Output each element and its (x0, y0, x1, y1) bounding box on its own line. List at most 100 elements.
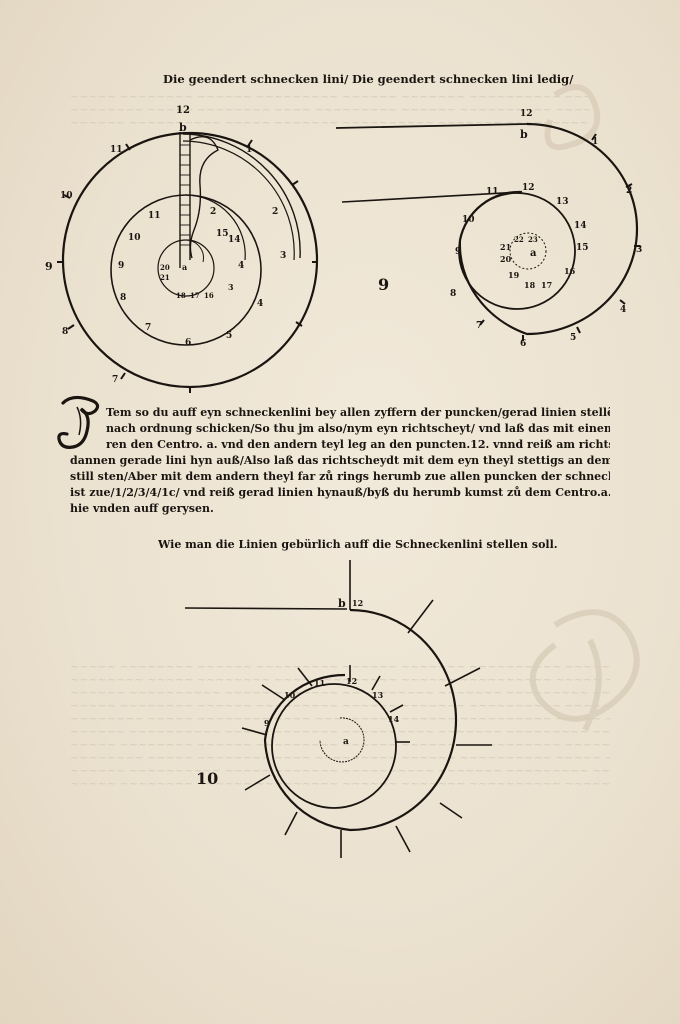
fig1-tongue-curve (189, 136, 219, 259)
fig1-inner-3: 3 (228, 282, 234, 292)
fig9-outer-1: 1 (592, 137, 598, 147)
fig9-inner-9: 9 (455, 247, 461, 257)
fig10-inner-10: 10 (284, 690, 296, 700)
fig9-ticks (479, 133, 640, 341)
fig9-inner-21: 21 (500, 242, 511, 252)
fig10-center-a: a (343, 737, 349, 747)
paragraph-line-3: ren den Centro. a. vnd den andern teyl l… (106, 438, 610, 451)
fig1-outer-5: 5 (226, 331, 232, 341)
figure-snail-radials (184, 560, 492, 858)
fig9-labels: 12 b 1 2 3 4 5 6 7 8 11 12 13 14 15 16 1… (378, 109, 642, 349)
fig10-label-b: b (338, 597, 346, 610)
fig9-inner-10: 10 (462, 215, 475, 225)
figure-number-9: 9 (378, 275, 389, 294)
body-paragraph: Tem so du auff eyn schneckenlini bey all… (70, 405, 610, 517)
fig9-inner-13: 13 (556, 197, 569, 207)
fig9-outer-5: 5 (570, 333, 576, 343)
subheading: Wie man die Linien gebürlich auff die Sc… (158, 538, 558, 551)
bleed-through-text: ~~~~~ ~~~~~~~~ ~~~~~~ ~~~~~~~~~ ~~~~~~ ~… (70, 90, 590, 129)
fig10-outer-spiral (263, 608, 458, 832)
fig1-label-b: b (179, 121, 187, 134)
bleed-through-flourish (529, 84, 640, 732)
fig9-inner-19: 19 (508, 270, 520, 280)
fig9-outer-2: 2 (626, 186, 632, 196)
fig1-outer-ticks (57, 139, 318, 393)
fig1-inner-8: 8 (120, 293, 126, 303)
fig9-inner-22: 22 (514, 235, 524, 244)
fig1-inner-4: 4 (238, 261, 244, 271)
fig10-inner-11: 11 (314, 678, 325, 688)
fig10-inner-circle (271, 683, 397, 809)
fig9-long-line (335, 123, 528, 129)
fig10-horizontal-line (184, 607, 348, 610)
paragraph-line-1: Tem so du auff eyn schneckenlini bey all… (106, 406, 610, 419)
fig9-outer-8: 8 (450, 289, 456, 299)
fig1-inner-9: 9 (118, 261, 124, 271)
paragraph-line-7: hie vnden auff gerysen. (70, 502, 214, 515)
heading-left: Die geendert schnecken lini/ (163, 72, 349, 86)
fig1-inner-7: 7 (145, 323, 151, 333)
fig1-inner-2: 2 (210, 207, 216, 217)
fig9-outer-4: 4 (620, 305, 626, 315)
fig10-inner-13: 13 (372, 690, 384, 700)
fig10-core-spiral (319, 717, 365, 763)
fig10-labels: b 12 11 12 13 14 10 9 a 10 (196, 597, 400, 788)
figure-snail-free (335, 122, 640, 341)
bleed-through-text-lower: ~~~~~ ~~~~~~~~ ~~~~~~ ~~~~~~~~~ ~~~~~~ ~… (70, 660, 610, 790)
fig1-core-17: 17 (190, 291, 200, 300)
fig1-outer-2: 2 (272, 207, 278, 217)
fig1-inner-11: 11 (148, 211, 161, 221)
fig9-inner-18: 18 (524, 280, 536, 290)
fig9-inner-20: 20 (500, 254, 512, 264)
fig1-outer-9: 9 (45, 260, 53, 273)
fig1-center-a: a (182, 262, 187, 272)
decorated-initial (55, 393, 103, 453)
figure-number-10: 10 (196, 769, 218, 788)
paragraph-line-6: ist zue/1/2/3/4/1c/ vnd reiß gerad linie… (70, 486, 610, 499)
fig1-outer-3: 3 (280, 251, 286, 261)
fig9-inner-17: 17 (541, 280, 552, 290)
heading-right: Die geendert schnecken lini ledig/ (352, 72, 574, 86)
fig9-inner-circle (458, 192, 576, 310)
figure-snail-changed (57, 131, 319, 393)
paragraph-line-2: nach ordnung schicken/So thu jm also/nym… (106, 422, 610, 435)
fig1-scale-ticks (180, 144, 190, 246)
fig1-middle-spiral (185, 194, 246, 261)
fig9-inner-15: 15 (576, 243, 589, 253)
fig9-center-a: a (530, 248, 537, 259)
fig9-inner-23: 23 (528, 235, 538, 244)
fig1-core-18: 18 (176, 291, 186, 300)
fig1-core-14: 14 (228, 235, 241, 245)
fig1-outer-spiral (182, 133, 301, 259)
fig9-inner-12: 12 (522, 183, 535, 193)
fig1-core-21: 21 (160, 273, 170, 282)
fig1-inner-10: 10 (128, 233, 141, 243)
fig1-core-15: 15 (216, 229, 229, 239)
fig9-outer-6: 6 (520, 339, 526, 349)
fig1-outer-7: 7 (112, 375, 118, 385)
fig10-label-12: 12 (352, 598, 363, 608)
paragraph-line-4: dannen gerade lini hyn auß/Also laß das … (70, 454, 610, 467)
paragraph-line-5: still sten/Aber mit dem andern theyl far… (70, 470, 610, 483)
fig1-labels: 12 b 11 10 9 8 7 1 2 3 4 5 6 11 10 9 8 7… (45, 105, 286, 385)
fig1-outer-11: 11 (110, 145, 123, 155)
fig9-inner-14: 14 (574, 221, 587, 231)
fig9-short-line (341, 191, 523, 203)
fig9-core-circle (509, 232, 547, 270)
fig1-core-spiral (185, 239, 204, 263)
fig1-label-12: 12 (176, 105, 190, 116)
fig9-outer-7: 7 (476, 321, 482, 331)
fig10-inner-12: 12 (346, 676, 357, 686)
fig9-outer-3: 3 (636, 245, 642, 255)
fig1-outer-10: 10 (60, 191, 73, 201)
fig10-inner-14: 14 (388, 714, 400, 724)
fig1-core-20: 20 (160, 263, 170, 272)
fig9-outer-b: b (520, 128, 528, 141)
fig10-radial-lines (241, 599, 492, 858)
fig1-outer-1: 1 (246, 145, 252, 155)
fig1-outer-spiral-2 (182, 140, 295, 261)
fig1-outer-8: 8 (62, 327, 68, 337)
fig10-inner-9: 9 (264, 718, 270, 728)
